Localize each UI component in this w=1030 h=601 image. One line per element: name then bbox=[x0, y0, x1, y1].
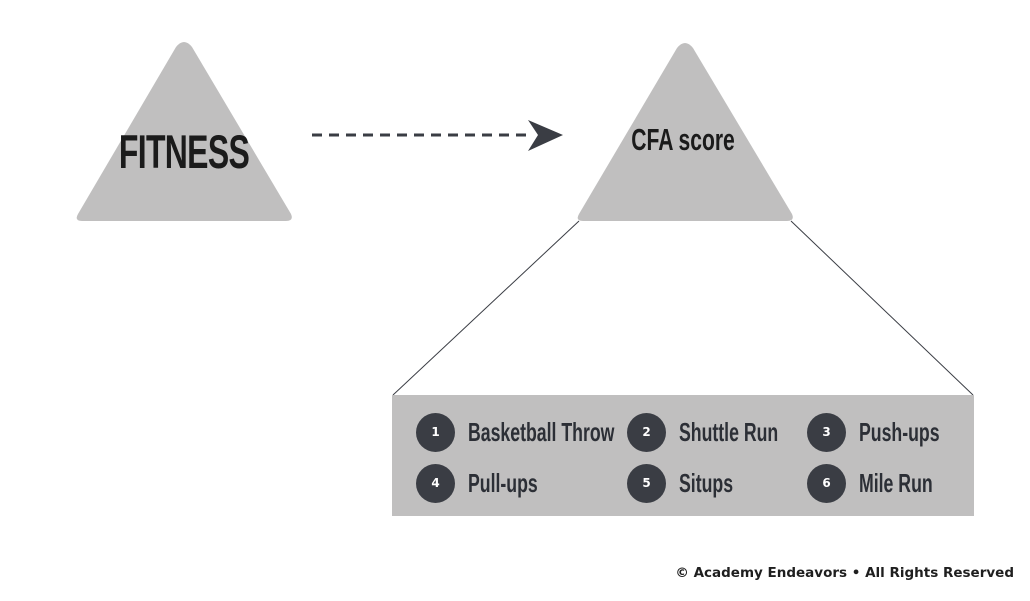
test-item-5: 5 Situps bbox=[627, 463, 758, 503]
expansion-line-right bbox=[790, 220, 974, 396]
test-item-3: 3 Push-ups bbox=[807, 412, 977, 452]
fitness-tests-panel: 1 Basketball Throw 2 Shuttle Run 3 Push-… bbox=[392, 395, 974, 516]
number-badge: 1 bbox=[416, 412, 455, 452]
number-badge: 4 bbox=[416, 463, 455, 503]
test-label: Mile Run bbox=[859, 467, 933, 498]
copyright-notice: © Academy Endeavors • All Rights Reserve… bbox=[675, 565, 1014, 581]
test-label: Pull-ups bbox=[468, 467, 538, 498]
test-label: Shuttle Run bbox=[679, 416, 779, 447]
number-badge: 3 bbox=[807, 412, 846, 452]
test-label: Basketball Throw bbox=[468, 416, 615, 447]
test-label: Situps bbox=[679, 467, 734, 498]
fitness-triangle bbox=[76, 42, 292, 221]
number-badge: 6 bbox=[807, 463, 846, 503]
test-item-6: 6 Mile Run bbox=[807, 463, 967, 503]
number-badge: 2 bbox=[627, 412, 666, 452]
number-badge: 5 bbox=[627, 463, 666, 503]
arrowhead-icon bbox=[528, 120, 563, 151]
test-label: Push-ups bbox=[859, 416, 940, 447]
expansion-line-left bbox=[392, 220, 580, 396]
test-item-2: 2 Shuttle Run bbox=[627, 412, 825, 452]
test-item-4: 4 Pull-ups bbox=[416, 463, 571, 503]
cfa-score-triangle bbox=[577, 43, 793, 221]
fitness-label: FITNESS bbox=[118, 125, 250, 178]
test-item-1: 1 Basketball Throw bbox=[416, 412, 683, 452]
cfa-score-label: CFA score bbox=[631, 122, 735, 157]
